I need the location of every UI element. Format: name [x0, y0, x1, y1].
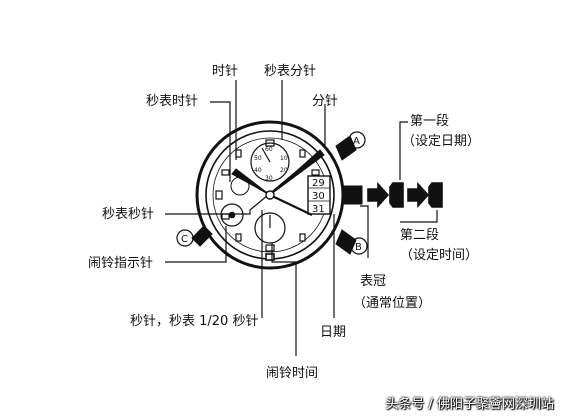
subdial-top-50: 50	[254, 155, 262, 162]
button-a-marker	[348, 131, 366, 149]
leader-lines	[165, 80, 438, 356]
date-31: 31	[312, 204, 325, 215]
label-first-position: 第一段	[410, 114, 450, 129]
subdial-top-40: 40	[254, 167, 262, 174]
subdial-top	[250, 142, 290, 182]
second-hand	[249, 159, 311, 211]
arrow-right-2	[407, 181, 430, 209]
label-alarm-time: 闹铃时间	[266, 366, 319, 381]
label-minute-hand: 分针	[312, 94, 339, 109]
label-crown: 表冠	[360, 274, 387, 289]
button-c-label: C	[181, 234, 188, 245]
crown-position-2	[428, 182, 443, 208]
subdial-top-60: 60	[265, 146, 273, 153]
label-second-hand: 秒针，秒表 1/20 秒针	[130, 314, 259, 329]
subdial-top-20: 20	[280, 167, 288, 174]
label-crown-desc: （通常位置）	[353, 296, 432, 311]
pusher-a[interactable]	[335, 135, 357, 161]
crown-position-1	[389, 182, 404, 208]
label-second-position-desc: （设定时间）	[400, 248, 479, 263]
date-29: 29	[312, 178, 325, 189]
button-b-marker	[350, 237, 368, 255]
subdial-top-30: 30	[265, 175, 273, 182]
crown[interactable]	[343, 185, 363, 205]
label-alarm-indicator: 闹铃指示针	[88, 256, 154, 271]
arrow-right-1	[367, 181, 390, 209]
button-a-label: A	[353, 136, 360, 147]
label-first-position-desc: （设定日期）	[402, 134, 481, 149]
watermark: 头条号 / 佛阳子聚薈网深圳站	[385, 397, 554, 412]
label-chrono-hour: 秒表时针	[146, 94, 199, 109]
subdial-left	[220, 203, 244, 227]
label-hour-hand: 时针	[212, 64, 239, 79]
label-second-position: 第二段	[400, 228, 440, 243]
date-window	[307, 175, 331, 215]
watch-case	[195, 120, 345, 270]
subdial-top-10: 10	[280, 155, 288, 162]
chrono-second-hand	[269, 194, 313, 216]
subdial-bottom	[254, 212, 286, 244]
button-c-marker	[176, 229, 194, 247]
label-chrono-minute: 秒表分针	[264, 64, 317, 79]
label-date: 日期	[320, 325, 347, 340]
label-chrono-second: 秒表秒针	[102, 207, 155, 222]
date-30: 30	[312, 191, 325, 202]
hour-hand	[231, 168, 271, 196]
button-b-label: B	[355, 242, 362, 253]
pusher-c[interactable]	[191, 225, 213, 247]
